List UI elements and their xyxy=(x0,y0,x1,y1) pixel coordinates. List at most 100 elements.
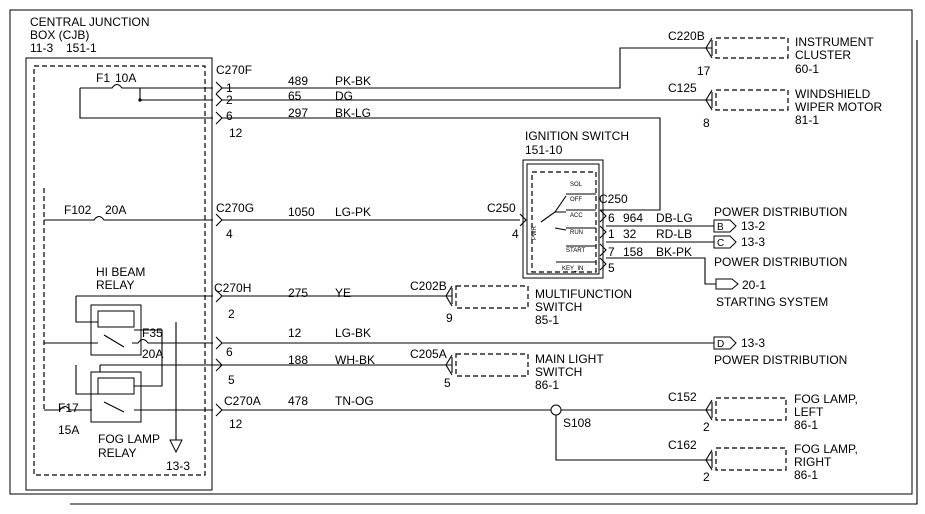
c250-in-pin: 4 xyxy=(512,227,519,241)
wire-275-color: YE xyxy=(335,286,351,300)
c202b-name: C202B xyxy=(410,279,447,293)
cjb-inner-box xyxy=(33,65,206,476)
wire-32-color: RD-LB xyxy=(656,227,692,241)
wire-158 xyxy=(606,257,716,285)
fog-lamp-left-name-2: LEFT xyxy=(794,405,824,419)
c270a-name: C270A xyxy=(224,394,261,408)
fog-lamp-right-ref: 86-1 xyxy=(794,468,818,482)
wire-158-circuit: 158 xyxy=(623,245,643,259)
ignition-switch-outer xyxy=(522,159,604,279)
c125-pin: 8 xyxy=(703,116,710,130)
wire-489 xyxy=(80,83,213,89)
c270g-name: C270G xyxy=(216,201,254,215)
ignition-pos-acc: ACC xyxy=(570,213,583,219)
fuse-f1-rating: 10A xyxy=(115,71,136,85)
fuse-f102-rating: 20A xyxy=(105,203,126,217)
fuse-f1-name: F1 xyxy=(96,71,110,85)
wire-964-color: DB-LG xyxy=(656,211,693,225)
instrument-cluster-ref: 60-1 xyxy=(795,62,819,76)
fog-lamp-relay-label-2: RELAY xyxy=(98,446,136,460)
instrument-cluster-box xyxy=(715,37,789,59)
c270h-pin-5: 5 xyxy=(228,373,235,387)
c270h-name: C270H xyxy=(214,281,251,295)
wiper-motor-name-2: WIPER MOTOR xyxy=(795,100,882,114)
wire-297-circuit: 297 xyxy=(288,106,308,120)
power-dist-label-3: POWER DISTRIBUTION xyxy=(714,353,847,367)
wire-1050-circuit: 1050 xyxy=(288,205,315,219)
c125-name: C125 xyxy=(668,81,697,95)
c270g-pin: 4 xyxy=(226,227,233,241)
wiper-motor-ref: 81-1 xyxy=(795,113,819,127)
fuse-f35-rating: 20A xyxy=(142,347,163,361)
c152-pin: 2 xyxy=(703,420,710,434)
ignition-pos-sol: SOL xyxy=(570,182,583,188)
cjb-outer-box xyxy=(25,57,213,491)
cjb-ref-1: 11-3 xyxy=(30,41,53,55)
ignition-pos-key-in: KEY_IN xyxy=(562,266,583,272)
multifunction-switch-ref: 85-1 xyxy=(535,313,559,327)
c270h-pin-2: 2 xyxy=(228,307,235,321)
ignition-pwr-label: PWR xyxy=(532,225,538,240)
wire-65-internal xyxy=(139,88,213,101)
ignition-switch-inner xyxy=(526,163,600,275)
offpage-start-ref: 20-1 xyxy=(742,278,766,292)
ignition-switch-title: IGNITION SWITCH xyxy=(525,129,629,143)
fuse-f35-name: F35 xyxy=(142,326,163,340)
page-frame xyxy=(9,9,913,495)
main-light-switch-box xyxy=(455,353,529,377)
wire-158-color: BK-PK xyxy=(656,245,692,259)
multifunction-switch-name-2: SWITCH xyxy=(535,300,582,314)
ign-pin-1: 1 xyxy=(608,227,615,241)
wire-478-color: TN-OG xyxy=(335,394,374,408)
wire-188-circuit: 188 xyxy=(288,353,308,367)
fuse-f17-rating: 15A xyxy=(58,423,79,437)
ign-pin-7: 7 xyxy=(608,245,615,259)
wire-297-to-ignition xyxy=(222,117,661,211)
ignition-switch-ref: 151-10 xyxy=(525,143,563,157)
wire-f17-internal xyxy=(44,405,213,411)
splice-s108-label: S108 xyxy=(563,416,591,430)
fog-lamp-left-ref: 86-1 xyxy=(794,418,818,432)
ignition-pos-off: OFF xyxy=(570,197,582,203)
wire-1050-color: LG-PK xyxy=(335,205,371,219)
ign-pin-5: 5 xyxy=(608,261,615,275)
main-light-switch-ref: 86-1 xyxy=(535,378,559,392)
wire-to-instrument-cluster xyxy=(222,47,712,89)
wire-12-circuit: 12 xyxy=(288,326,302,340)
ground-symbol xyxy=(169,439,183,454)
wire-f102-internal xyxy=(44,215,213,221)
offpage-d xyxy=(713,336,737,350)
wire-12-internal xyxy=(132,338,213,344)
offpage-d-letter: D xyxy=(717,339,724,350)
c152-name: C152 xyxy=(668,390,697,404)
c270a-pin: 12 xyxy=(229,417,243,431)
c270f-pin-6: 6 xyxy=(226,109,233,123)
wire-188-color: WH-BK xyxy=(335,353,375,367)
offpage-c-letter: C xyxy=(717,238,724,249)
main-light-switch-name-1: MAIN LIGHT xyxy=(535,352,604,366)
fog-lamp-right-box xyxy=(715,447,787,471)
splice-s108 xyxy=(550,404,562,416)
wiper-motor-box xyxy=(715,89,789,111)
offpage-b xyxy=(713,219,737,233)
ignition-pos-run: RUN xyxy=(570,230,583,236)
wire-65-circuit: 65 xyxy=(288,89,302,103)
wire-297-internal xyxy=(79,88,213,119)
c270f-name: C270F xyxy=(216,63,252,77)
offpage-d-ref: 13-3 xyxy=(741,336,765,350)
offpage-b-letter: B xyxy=(717,222,724,233)
wire-489-circuit: 489 xyxy=(288,74,308,88)
c220b-pin: 17 xyxy=(697,64,711,78)
c220b-name: C220B xyxy=(668,29,705,43)
c270f-pin-12: 12 xyxy=(229,126,243,140)
offpage-starting xyxy=(715,278,739,290)
wire-478-circuit: 478 xyxy=(288,394,308,408)
power-dist-label-1: POWER DISTRIBUTION xyxy=(714,205,847,219)
c250-in-name: C250 xyxy=(487,201,516,215)
wire-478-to-right-fog xyxy=(555,415,712,461)
c205a-pin: 5 xyxy=(444,376,451,390)
wire-489-color: PK-BK xyxy=(335,74,371,88)
multifunction-switch-name-1: MULTIFUNCTION xyxy=(535,287,632,301)
wire-12-color: LG-BK xyxy=(335,326,371,340)
